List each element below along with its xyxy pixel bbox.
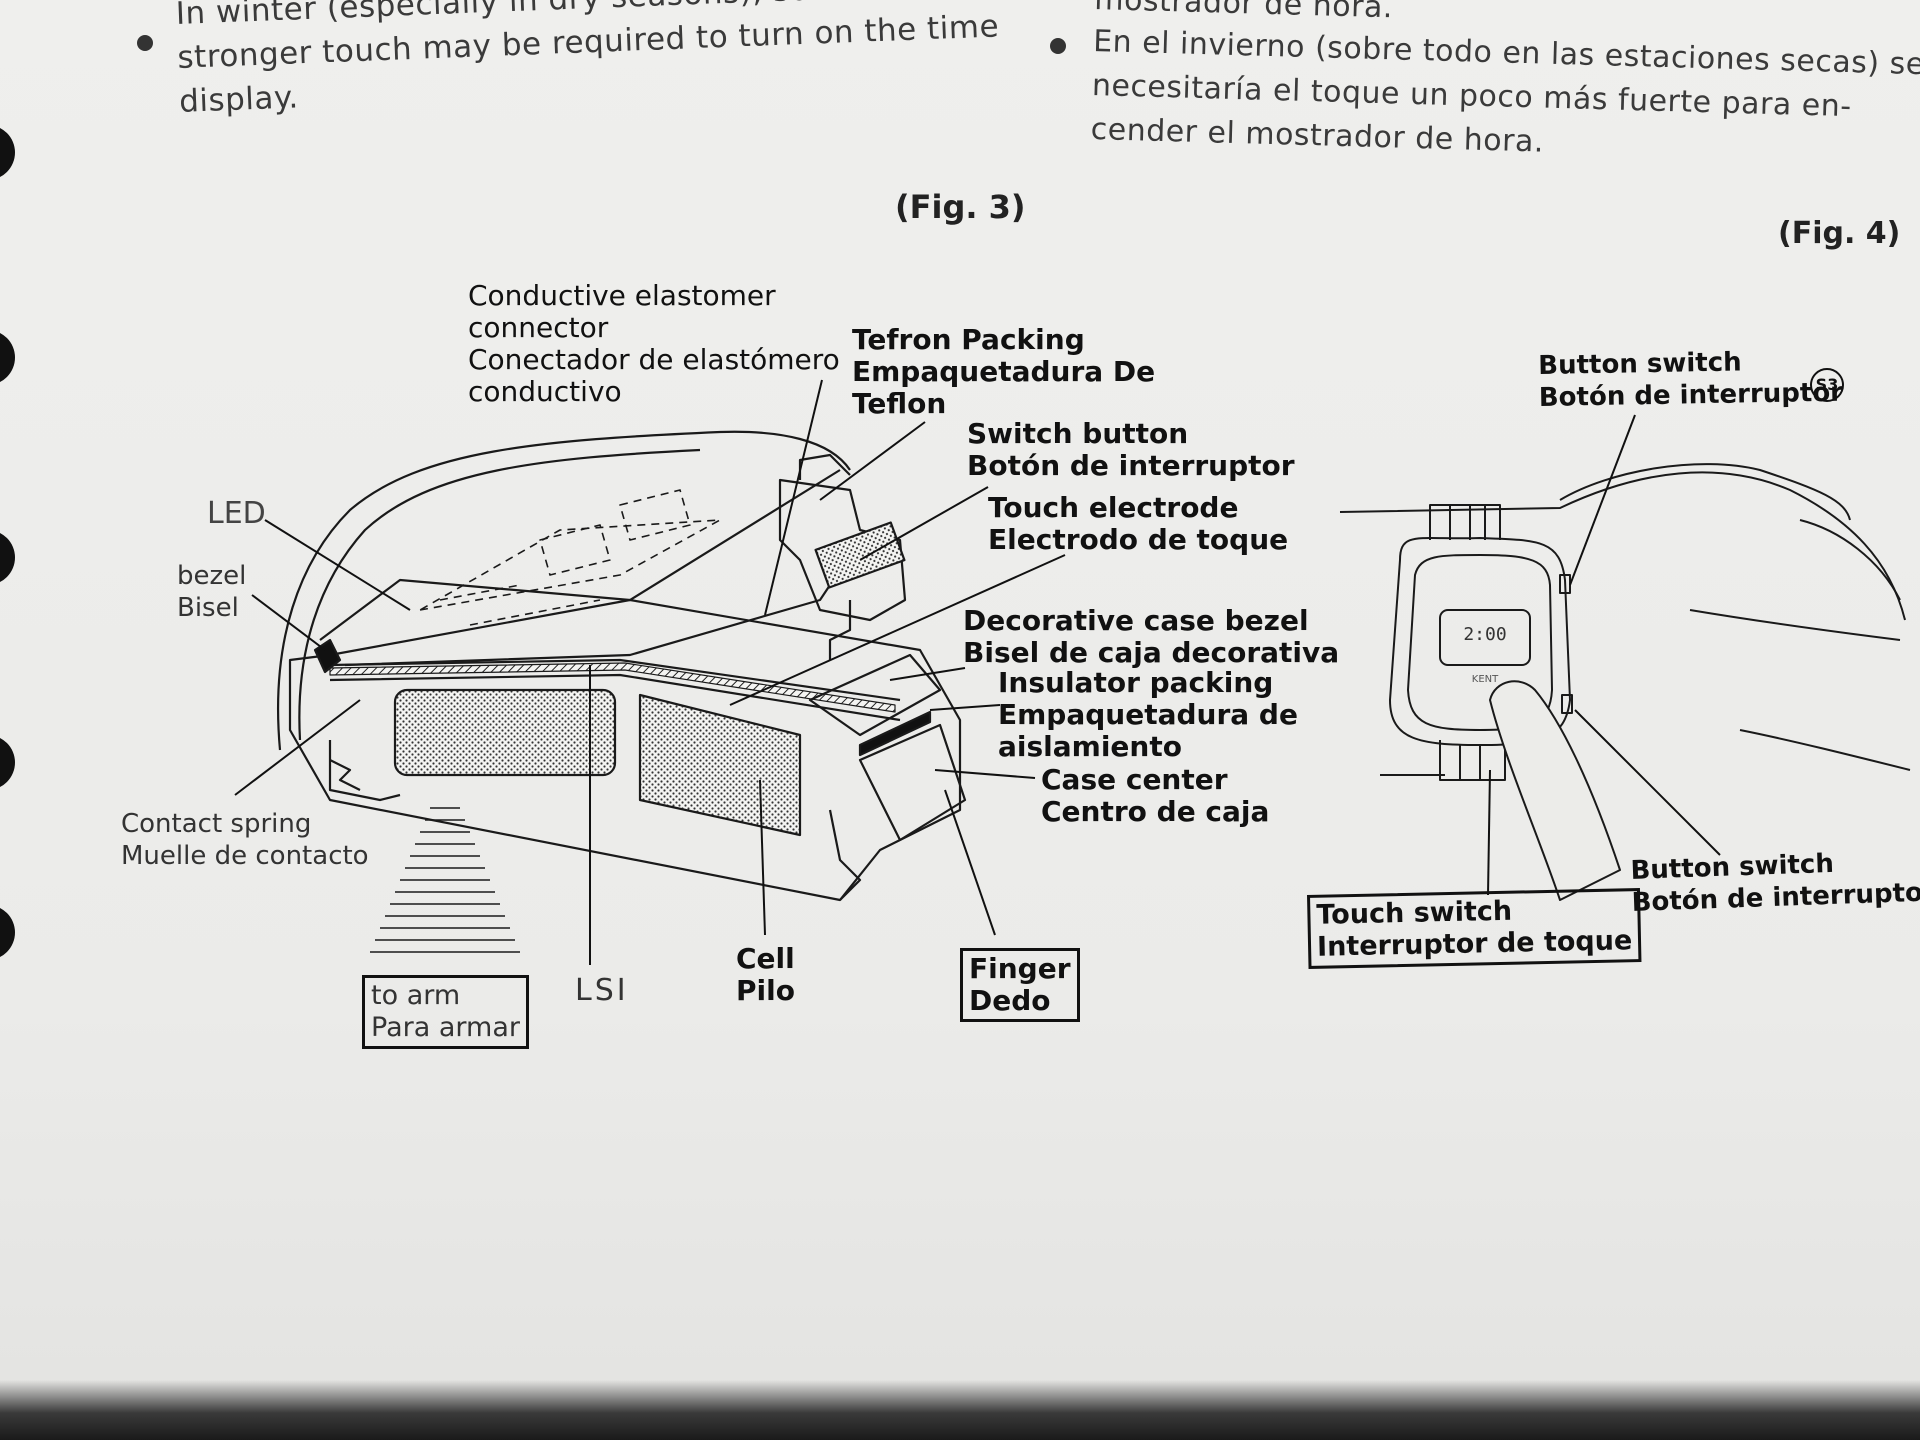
label-text: aislamiento (998, 730, 1182, 763)
fig3-caption: (Fig. 3) (895, 188, 1026, 226)
label-cell: Cell Pilo (736, 943, 795, 1007)
label-case-center: Case center Centro de caja (1041, 764, 1269, 828)
label-text: S3 (1815, 375, 1839, 394)
forearm (1339, 471, 1906, 621)
label-text: Insulator packing (998, 666, 1274, 699)
switch-assembly (778, 478, 907, 622)
binder-hole (0, 735, 15, 790)
binder-hole (0, 330, 15, 385)
label-text: Button switch (1538, 347, 1742, 381)
label-conductive-elastomer: Conductive elastomer connector Conectado… (468, 280, 840, 408)
label-led: LED (207, 496, 266, 531)
label-text: Touch electrode (988, 491, 1239, 524)
label-button-switch-top: Button switch Botón de interruptor (1538, 345, 1843, 414)
binder-hole (0, 905, 15, 960)
hand (1689, 609, 1901, 641)
watch-case-outline (276, 430, 851, 751)
wrist-watch-illustration (1339, 463, 1911, 901)
label-text: Decorative case bezel (963, 604, 1309, 637)
battery-cell (638, 693, 802, 837)
s3-badge: S3 (1810, 368, 1844, 402)
label-text: Empaquetadura De (852, 355, 1156, 388)
fig4-caption: (Fig. 4) (1778, 216, 1901, 251)
battery-cell (393, 688, 617, 777)
label-text: Muelle de contacto (121, 841, 369, 871)
label-contact-spring: Contact spring Muelle de contacto (121, 808, 369, 872)
label-lsi: LSI (575, 973, 629, 1008)
label-text: Teflon (852, 387, 947, 420)
watch-strap (1439, 740, 1506, 781)
watch-case-outline (298, 448, 701, 741)
label-button-switch-bottom: Button switch Botón de interruptor (1630, 844, 1920, 919)
label-text: to arm (371, 980, 461, 1011)
watch-display (1439, 609, 1531, 666)
label-text: Centro de caja (1041, 795, 1270, 828)
display-crystal (319, 469, 841, 641)
display-plate (344, 539, 861, 667)
leader-lines (234, 379, 1066, 965)
button-switch (1561, 694, 1573, 714)
label-text: Tefron Packing (852, 323, 1085, 356)
label-text: Para armar (371, 1012, 520, 1043)
label-text: Cell (736, 942, 795, 975)
label-text: Bisel (177, 593, 239, 623)
watch-case (1389, 536, 1571, 746)
bullet-icon (137, 35, 153, 51)
label-text: Empaquetadura de (998, 698, 1298, 731)
hand (1559, 463, 1851, 521)
label-text: Botón de interruptor (1538, 377, 1844, 413)
label-text: Case center (1041, 763, 1228, 796)
label-text: Interruptor de toque (1316, 925, 1633, 963)
insulator-packing (858, 710, 932, 757)
label-text: Conectador de elastómero (468, 343, 840, 376)
label-text: Electrodo de toque (988, 523, 1289, 556)
label-finger: Finger Dedo (960, 948, 1080, 1022)
label-switch-button: Switch button Botón de interruptor (967, 418, 1295, 482)
label-text: bezel (177, 561, 247, 591)
cut-plane (288, 598, 962, 902)
label-text: Finger (969, 952, 1071, 985)
label-tefron-packing: Tefron Packing Empaquetadura De Teflon (852, 324, 1155, 420)
to-arm-indicator (370, 807, 520, 953)
decorative-bezel (808, 653, 942, 737)
touch-electrode (814, 521, 906, 589)
label-touch-electrode: Touch electrode Electrodo de toque (988, 492, 1288, 556)
hand (1739, 729, 1911, 771)
watch-display-time: 2:00 (1463, 624, 1506, 645)
case-center (858, 723, 967, 842)
label-text: Botón de interruptor (967, 449, 1295, 482)
watch-brand: KENT (1472, 674, 1499, 685)
label-text: conductivo (468, 375, 622, 408)
fig4-leader-lines (1487, 414, 1721, 896)
bullet-icon (1050, 38, 1066, 54)
label-text: connector (468, 311, 609, 344)
label-text: Bisel de caja decorativa (963, 636, 1340, 669)
label-insulator-packing: Insulator packing Empaquetadura de aisla… (998, 667, 1298, 763)
binder-hole (0, 530, 15, 585)
watch-strap (1429, 504, 1501, 540)
label-touch-switch: Touch switch Interruptor de toque (1307, 888, 1642, 969)
label-bezel: bezel Bisel (177, 560, 246, 624)
label-text: Dedo (969, 984, 1051, 1017)
label-text: Conductive elastomer (468, 279, 776, 312)
label-decorative-case-bezel: Decorative case bezel Bisel de caja deco… (963, 605, 1339, 669)
label-text: Pilo (736, 974, 795, 1007)
finger (1489, 680, 1621, 901)
label-text: Switch button (967, 417, 1189, 450)
page-edge-shadow (0, 1380, 1920, 1440)
binder-hole (0, 125, 15, 180)
label-text: Contact spring (121, 809, 312, 839)
label-to-arm: to arm Para armar (362, 975, 529, 1049)
